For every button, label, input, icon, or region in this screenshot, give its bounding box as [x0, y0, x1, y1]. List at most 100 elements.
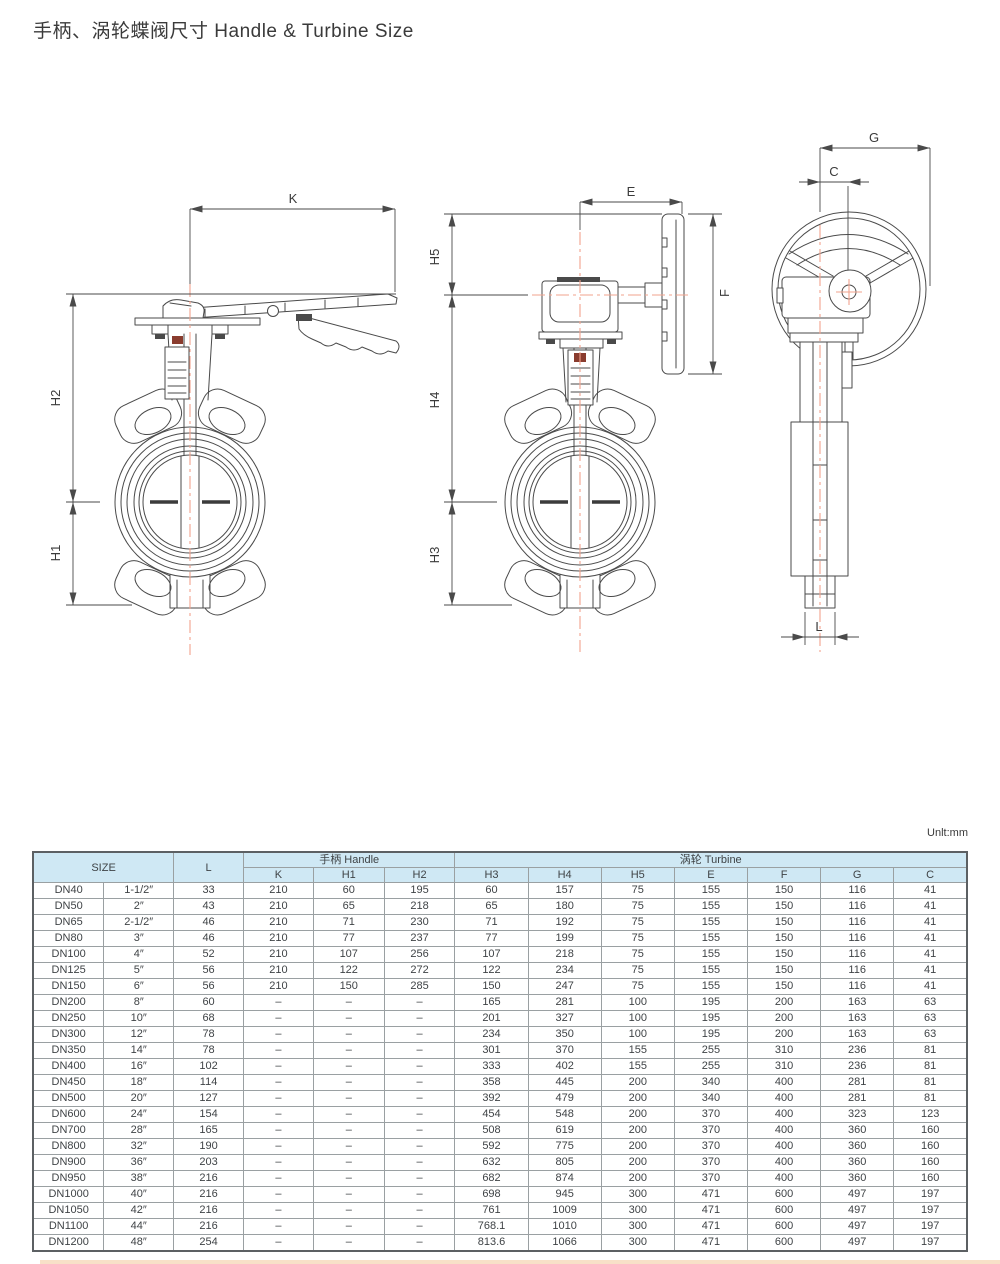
- table-cell: 210: [243, 946, 314, 963]
- table-cell: 77: [454, 930, 529, 947]
- turbine-valve-front-drawing: G C L: [771, 130, 931, 652]
- table-cell: 370: [673, 1106, 748, 1123]
- dim-label-f: F: [717, 289, 732, 297]
- table-cell: 333: [454, 1058, 529, 1075]
- table-cell: 400: [746, 1122, 822, 1139]
- table-cell: 56: [173, 962, 244, 979]
- table-cell: 256: [383, 946, 456, 963]
- table-cell: 150: [312, 978, 385, 995]
- accent-bar: [40, 1260, 1000, 1264]
- column-header-size: SIZE: [32, 851, 175, 883]
- table-cell: 1-1/2″: [103, 882, 175, 899]
- table-cell: 400: [746, 1106, 822, 1123]
- column-group-handle: 手柄 Handle: [242, 851, 456, 868]
- table-cell: 400: [746, 1138, 822, 1155]
- column-header-f: F: [746, 867, 822, 883]
- table-cell: 77: [312, 930, 385, 947]
- table-cell: –: [383, 1218, 456, 1235]
- table-cell: 41: [893, 978, 968, 995]
- table-cell: 234: [527, 962, 602, 979]
- table-cell: 400: [746, 1154, 822, 1171]
- table-cell: 1010: [527, 1218, 602, 1235]
- table-cell: 52: [173, 946, 244, 963]
- table-cell: –: [243, 1026, 314, 1043]
- table-cell: 323: [820, 1106, 895, 1123]
- table-cell: –: [383, 1186, 456, 1203]
- table-cell: 16″: [103, 1058, 175, 1075]
- nameplate-logo: [172, 336, 183, 344]
- table-cell: 41: [893, 898, 968, 915]
- table-cell: 340: [673, 1090, 748, 1107]
- table-cell: 358: [454, 1074, 529, 1091]
- table-cell: 122: [312, 962, 385, 979]
- table-cell: 254: [173, 1234, 244, 1252]
- table-cell: 150: [746, 978, 822, 995]
- table-cell: 775: [527, 1138, 602, 1155]
- table-cell: 14″: [103, 1042, 175, 1059]
- handle-grip: [297, 314, 400, 355]
- table-cell: 24″: [103, 1106, 175, 1123]
- table-cell: 360: [820, 1138, 895, 1155]
- table-cell: –: [243, 1122, 314, 1139]
- table-cell: 75: [600, 930, 675, 947]
- table-cell: 471: [673, 1202, 748, 1219]
- table-cell: 497: [820, 1218, 895, 1235]
- table-cell: 1066: [527, 1234, 602, 1252]
- dim-label-g: G: [869, 130, 879, 145]
- table-cell: 327: [527, 1010, 602, 1027]
- table-cell: 600: [746, 1186, 822, 1203]
- table-cell: 247: [527, 978, 602, 995]
- table-cell: 160: [893, 1170, 968, 1187]
- dim-label-l: L: [815, 619, 822, 634]
- table-cell: 195: [673, 1010, 748, 1027]
- table-cell: 81: [893, 1042, 968, 1059]
- table-cell: DN1050: [32, 1202, 105, 1219]
- table-cell: 310: [746, 1042, 822, 1059]
- table-cell: 5″: [103, 962, 175, 979]
- table-cell: 20″: [103, 1090, 175, 1107]
- dim-label-h4: H4: [427, 392, 442, 409]
- table-cell: 350: [527, 1026, 602, 1043]
- table-cell: 75: [600, 962, 675, 979]
- table-cell: –: [312, 1010, 385, 1027]
- table-cell: –: [383, 1058, 456, 1075]
- table-cell: DN250: [32, 1010, 105, 1027]
- table-cell: 180: [527, 898, 602, 915]
- table-cell: 150: [746, 914, 822, 931]
- table-cell: 471: [673, 1186, 748, 1203]
- table-cell: 874: [527, 1170, 602, 1187]
- table-cell: –: [312, 1122, 385, 1139]
- table-cell: –: [243, 994, 314, 1011]
- table-cell: 281: [820, 1074, 895, 1091]
- unit-label: Unlt:mm: [927, 827, 968, 839]
- table-cell: 10″: [103, 1010, 175, 1027]
- table-cell: DN40: [32, 882, 105, 899]
- table-cell: 60: [312, 882, 385, 899]
- table-cell: 155: [673, 914, 748, 931]
- table-cell: –: [243, 1234, 314, 1252]
- table-cell: 200: [600, 1074, 675, 1091]
- table-cell: 81: [893, 1090, 968, 1107]
- table-cell: 300: [600, 1202, 675, 1219]
- table-cell: 200: [600, 1154, 675, 1171]
- table-cell: 123: [893, 1106, 968, 1123]
- table-cell: 100: [600, 1026, 675, 1043]
- table-cell: –: [383, 1010, 456, 1027]
- table-cell: 805: [527, 1154, 602, 1171]
- table-cell: 813.6: [454, 1234, 529, 1252]
- table-cell: –: [312, 1154, 385, 1171]
- table-cell: 155: [673, 930, 748, 947]
- column-header-h3: H3: [454, 867, 529, 883]
- table-cell: 75: [600, 914, 675, 931]
- table-cell: 340: [673, 1074, 748, 1091]
- handle-pivot-hole: [267, 305, 279, 317]
- table-cell: 165: [454, 994, 529, 1011]
- table-cell: 370: [527, 1042, 602, 1059]
- table-cell: 360: [820, 1154, 895, 1171]
- table-cell: 150: [746, 930, 822, 947]
